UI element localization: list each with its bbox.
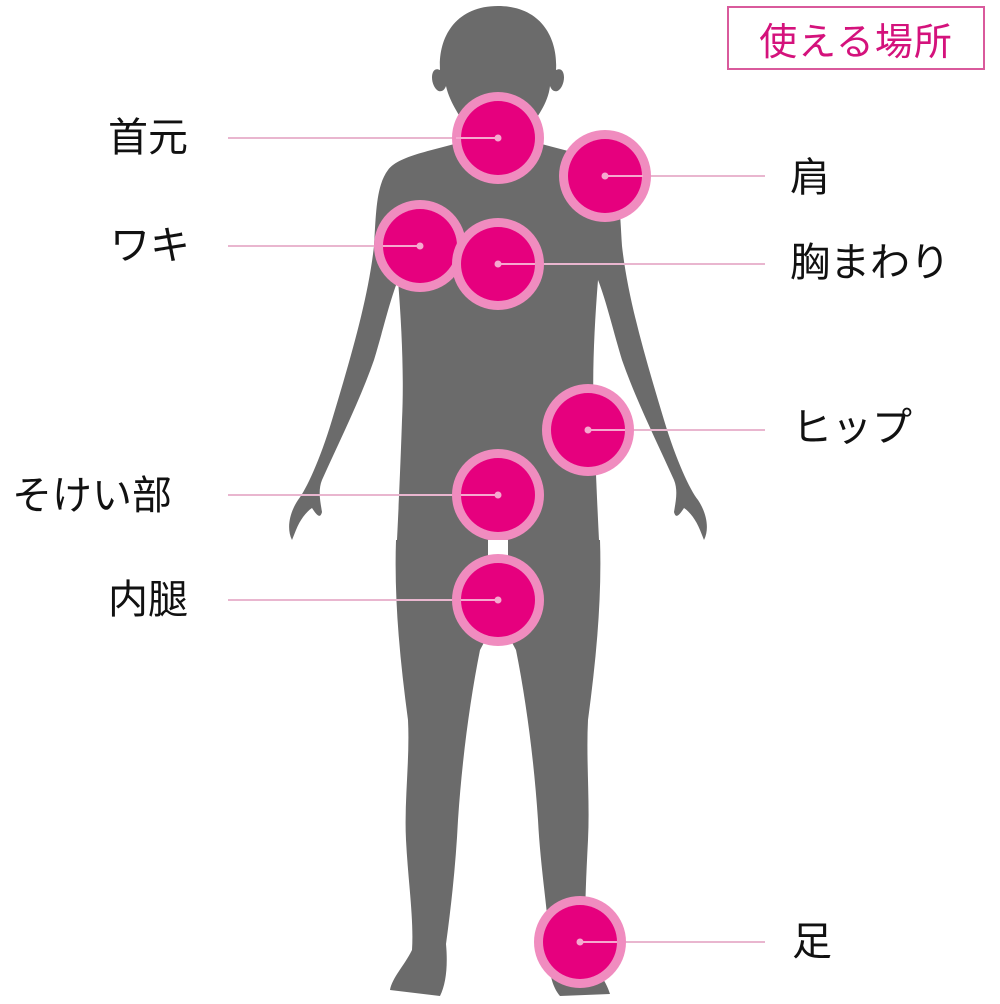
- label-shoulder: 肩: [790, 155, 830, 201]
- marker-foot[interactable]: [534, 896, 626, 988]
- marker-hip[interactable]: [542, 384, 634, 476]
- label-chest: 胸まわり: [790, 240, 950, 286]
- label-armpit: ワキ: [110, 223, 190, 269]
- label-hip: ヒップ: [792, 405, 912, 451]
- thigh-gap: [488, 540, 508, 556]
- marker-armpit[interactable]: [374, 200, 466, 292]
- marker-shoulder[interactable]: [559, 130, 651, 222]
- marker-inner-thigh[interactable]: [452, 554, 544, 646]
- marker-neck[interactable]: [452, 92, 544, 184]
- marker-chest[interactable]: [452, 218, 544, 310]
- right-leg-shape: [500, 540, 610, 996]
- marker-groin[interactable]: [452, 449, 544, 541]
- label-foot: 足: [792, 919, 832, 965]
- title-text: 使える場所: [759, 19, 953, 64]
- title-box: 使える場所: [727, 6, 985, 70]
- label-groin: そけい部: [12, 473, 172, 519]
- label-neck: 首元: [108, 115, 188, 161]
- label-inner-thigh: 内腿: [108, 577, 188, 623]
- markers: [374, 92, 651, 988]
- left-leg-shape: [390, 540, 496, 996]
